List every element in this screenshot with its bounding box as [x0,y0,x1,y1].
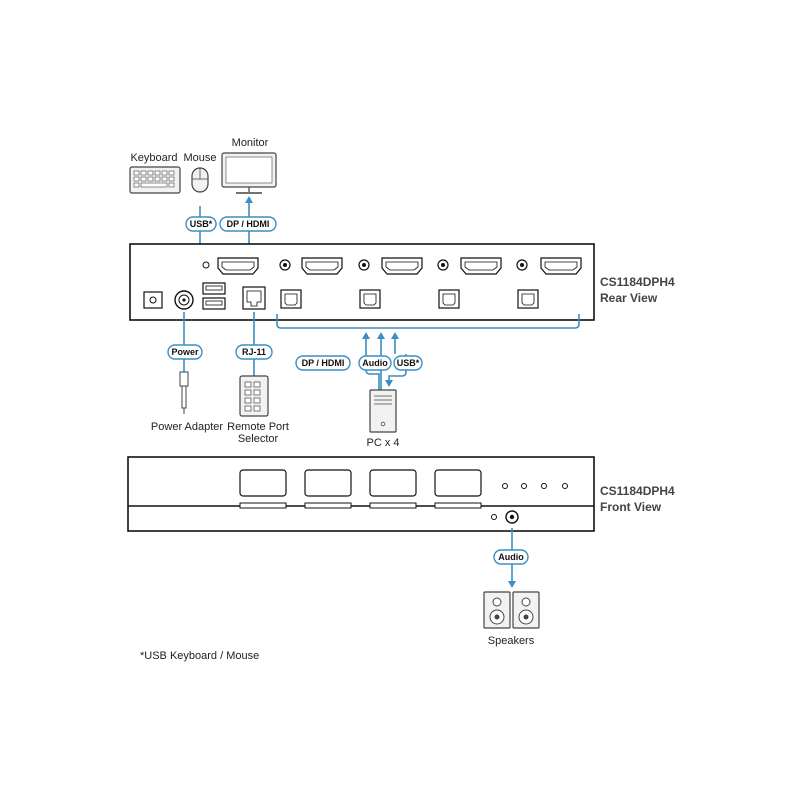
monitor-icon [221,152,277,194]
rj11-connection: RJ-11 [235,312,273,376]
pc-dp-hdmi-tag-label: DP / HDMI [302,358,345,368]
front-port-button-1 [239,469,287,509]
rear-panel-model: CS1184DPH4 [600,275,675,289]
power-connection: Power [167,312,203,372]
power-tag-label: Power [171,347,199,357]
front-audio-led [491,514,497,520]
front-port-button-3 [369,469,417,509]
speakers-icon [483,591,540,629]
mouse-icon [191,167,209,193]
pc-tower-icon [369,389,397,433]
front-port-button-2 [304,469,352,509]
pc-port-group-3 [437,257,502,309]
speakers-label: Speakers [488,635,535,647]
usb-tag-label: USB* [190,219,213,229]
pc-port-group-4 [516,257,582,309]
pc-label: PC x 4 [366,437,399,449]
usb-tag [185,216,217,232]
pc-port-group-1 [279,257,343,309]
power-adapter-icon [179,371,189,414]
front-panel-model: CS1184DPH4 [600,484,675,498]
front-led-indicators [502,483,568,489]
front-panel [127,456,595,532]
pc-dp-hdmi-tag [295,355,351,371]
rear-panel [129,243,595,321]
pc-audio-tag [358,355,392,371]
pc-usb-tag-label: USB* [397,358,420,368]
mouse-label: Mouse [183,152,216,164]
footnote: *USB Keyboard / Mouse [140,650,259,662]
usb-a-ports [202,282,226,310]
monitor-connection: DP / HDMI [219,196,277,254]
front-port-button-4 [434,469,482,509]
speaker-connection: Audio [493,528,529,588]
remote-selector-label-line2: Selector [238,433,279,445]
rj11-tag [235,344,273,360]
rear-panel-view: Rear View [600,291,658,305]
pc-connections: DP / HDMI Audio USB* [295,332,423,390]
power-tag [167,344,203,360]
led-indicator [202,261,210,269]
pc-port-group-2 [358,257,423,309]
power-adapter-label: Power Adapter [151,421,223,433]
dp-hdmi-tag [219,216,277,232]
speaker-audio-tag [493,549,529,565]
dc-power-jack-icon [143,291,163,309]
monitor-label: Monitor [232,137,269,149]
remote-selector-label-line1: Remote Port [227,421,289,433]
keyboard-icon [129,166,181,194]
pc-ports-bracket [276,314,580,329]
rj11-port [242,286,266,310]
pc-usb-tag [393,355,423,371]
hdmi-port-console [217,257,259,275]
rj11-tag-label: RJ-11 [242,347,266,357]
dp-hdmi-tag-label: DP / HDMI [227,219,270,229]
speaker-audio-tag-label: Audio [498,552,524,562]
remote-port-selector-icon [239,375,269,417]
pc-audio-tag-label: Audio [362,358,388,368]
front-audio-jack-icon [505,510,519,524]
front-panel-view: Front View [600,500,662,514]
power-jack-icon [174,290,194,310]
keyboard-label: Keyboard [130,152,177,164]
